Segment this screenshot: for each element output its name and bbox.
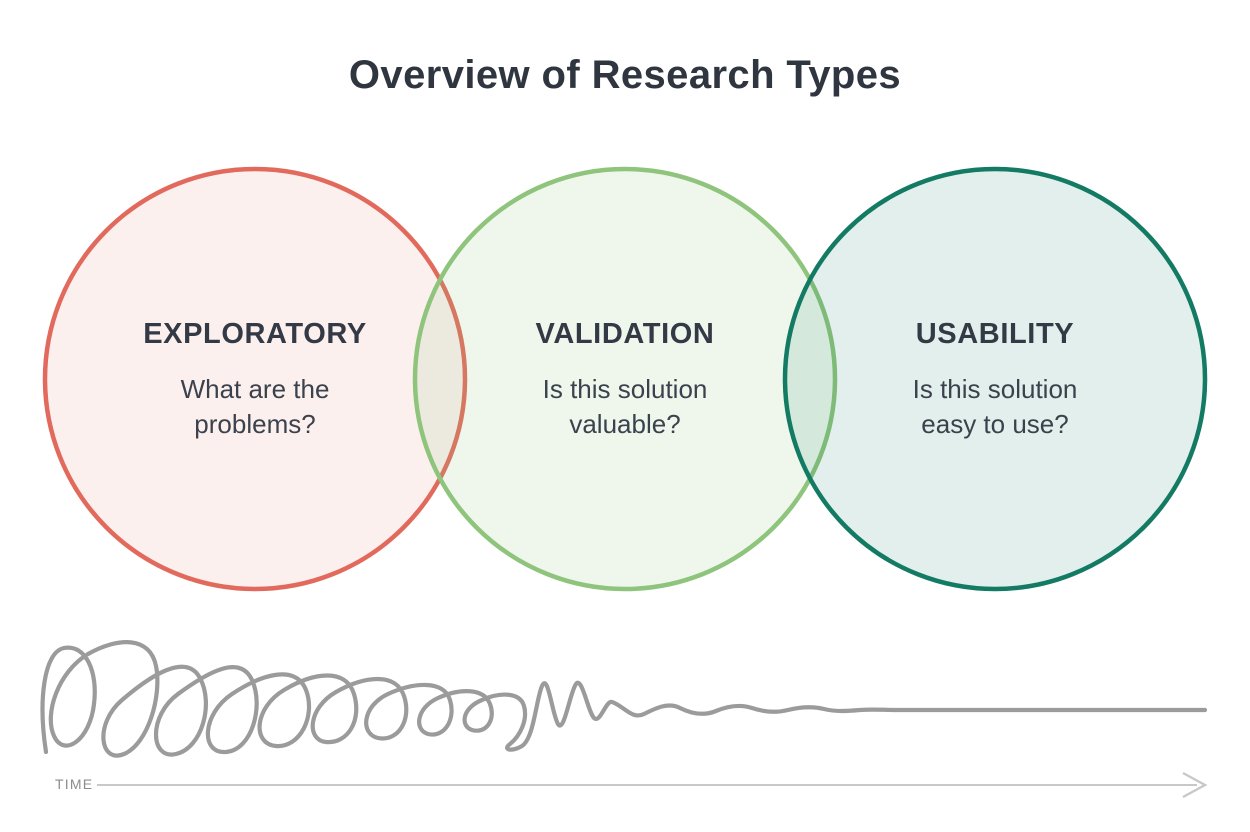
question-line: Is this solution <box>912 374 1078 404</box>
question-line: What are the <box>180 374 330 404</box>
exploratory-circle <box>42 166 468 592</box>
time-axis-label: TIME <box>55 776 94 792</box>
exploratory-heading: EXPLORATORY <box>143 318 367 350</box>
question-line: valuable? <box>569 409 681 439</box>
validation-label-group: VALIDATION Is this solution valuable? <box>455 318 795 442</box>
validation-question: Is this solution valuable? <box>455 372 795 442</box>
usability-heading: USABILITY <box>915 318 1075 350</box>
validation-circle <box>412 166 838 592</box>
validation-heading: VALIDATION <box>535 318 715 350</box>
page-title: Overview of Research Types <box>348 53 902 97</box>
time-axis-arrowhead-icon <box>1182 771 1208 799</box>
question-line: Is this solution <box>542 374 708 404</box>
question-line: problems? <box>194 409 316 439</box>
usability-question: Is this solution easy to use? <box>825 372 1165 442</box>
exploratory-label-group: EXPLORATORY What are the problems? <box>85 318 425 442</box>
squiggle-line <box>40 640 1208 758</box>
question-line: easy to use? <box>921 409 1069 439</box>
exploratory-question: What are the problems? <box>85 372 425 442</box>
usability-circle <box>782 166 1208 592</box>
usability-label-group: USABILITY Is this solution easy to use? <box>825 318 1165 442</box>
